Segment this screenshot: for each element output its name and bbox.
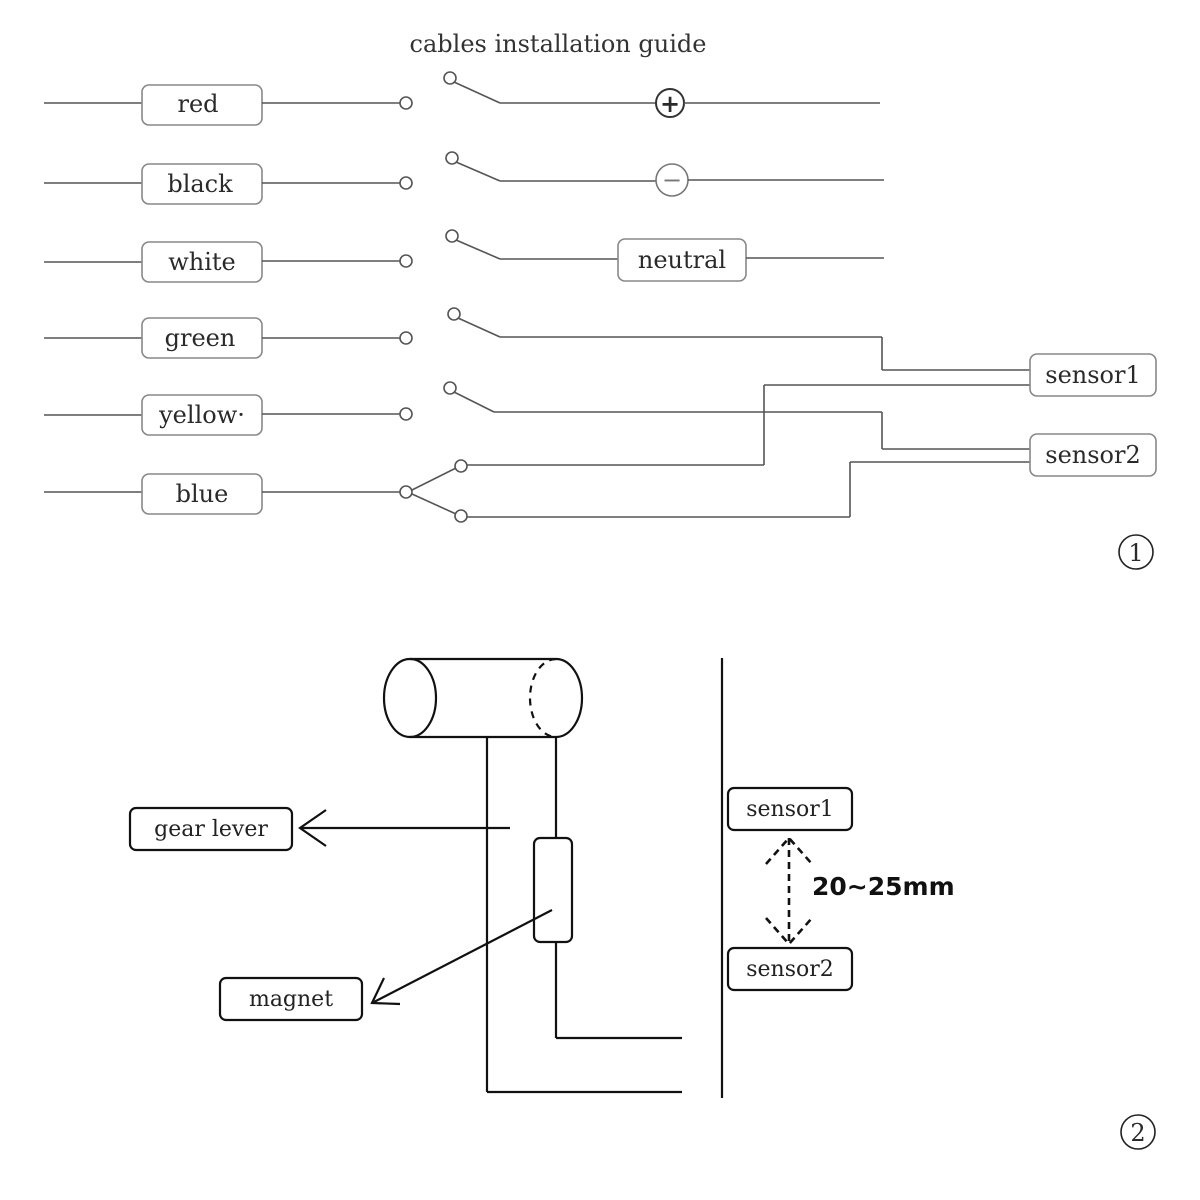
wire-label-box-white <box>141 241 263 283</box>
mount-sensor1-label-box <box>726 786 854 832</box>
wire-row-black <box>44 151 884 205</box>
gear-lever-label-box <box>128 806 294 852</box>
wire-row-green <box>44 307 1030 371</box>
figure-number-2-digit: 2 <box>1130 1119 1145 1147</box>
plus-symbol: + <box>660 89 680 118</box>
mounting-text: gear lever magnet sensor1 sensor2 20~25m… <box>154 797 1146 1147</box>
distance-arrow <box>765 836 813 946</box>
wire-row-blue <box>44 384 1030 523</box>
magnet-arrow <box>371 909 553 1004</box>
wire-label-box-blue <box>141 473 263 515</box>
mount-sensor2-label: sensor2 <box>746 957 834 982</box>
sensor1-label-box <box>1029 353 1157 397</box>
minus-symbol: − <box>662 166 682 194</box>
wiring-text: red black white green yellow· blue + − n… <box>158 89 1144 567</box>
wire-label-yellow: yellow· <box>158 401 245 429</box>
wire-label-white: white <box>168 248 236 276</box>
sensor2-label: sensor2 <box>1045 441 1140 469</box>
gear-lever-label: gear lever <box>154 817 268 842</box>
magnet-label: magnet <box>249 987 333 1012</box>
diagram-title: cables installation guide <box>410 30 707 58</box>
mounting-diagram <box>128 657 1156 1150</box>
wire-row-yellow <box>44 381 1030 450</box>
wire-label-black: black <box>167 170 233 198</box>
wire-row-white <box>44 229 884 283</box>
wire-row-red <box>44 71 880 126</box>
neutral-label-box <box>617 238 747 282</box>
magnet-label-box <box>218 976 364 1022</box>
sensor1-label: sensor1 <box>1045 361 1140 389</box>
sensor2-label-box <box>1029 433 1157 477</box>
wire-label-blue: blue <box>176 480 229 508</box>
magnet-body <box>532 836 574 944</box>
wire-label-box-yellow <box>141 394 263 436</box>
mount-sensor1-label: sensor1 <box>746 797 834 822</box>
wire-label-red: red <box>177 90 218 118</box>
neutral-label: neutral <box>638 246 726 274</box>
wiring-diagram <box>44 71 1157 570</box>
wire-label-box-black <box>141 163 263 205</box>
wire-label-green: green <box>165 324 236 352</box>
distance-label: 20~25mm <box>812 872 955 901</box>
figure-number-1-digit: 1 <box>1128 539 1143 567</box>
mount-sensor2-label-box <box>726 946 854 992</box>
wire-label-box-red <box>141 84 263 126</box>
gear-lever-knob <box>382 657 584 739</box>
